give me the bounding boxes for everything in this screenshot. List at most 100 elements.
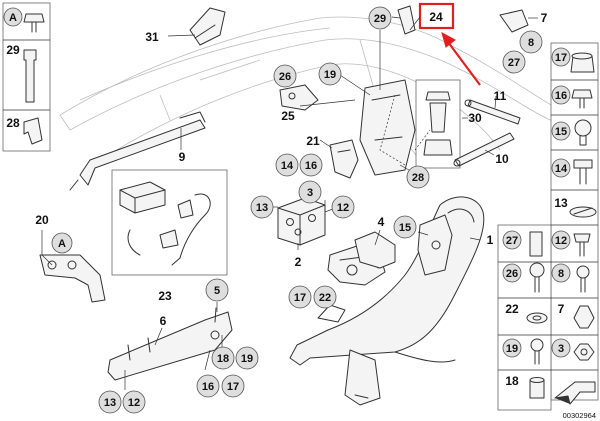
callout-7[interactable]: 7	[541, 11, 548, 25]
callout-19b[interactable]: 19	[235, 346, 259, 370]
callout-24[interactable]: 24	[429, 10, 443, 24]
callout-29-top[interactable]: 29	[368, 6, 392, 30]
right-panel-item-18[interactable]: 18	[505, 374, 545, 399]
callout-31-label: 31	[145, 30, 159, 44]
callout-25[interactable]: 25	[281, 109, 295, 123]
callout-16a-label: 16	[305, 160, 317, 172]
callout-4[interactable]: 4	[378, 215, 385, 229]
bracket-25	[279, 84, 319, 111]
callout-15-label: 15	[399, 222, 411, 234]
callout-22a[interactable]: 22	[313, 285, 337, 309]
callout-20[interactable]: 20	[35, 213, 49, 227]
callout-19a[interactable]: 19	[318, 62, 342, 86]
right-panel-item-3[interactable]: 3	[551, 338, 595, 361]
callout-19b-label: 19	[241, 353, 253, 365]
lock-mechanism	[327, 231, 396, 286]
callout-30[interactable]: 30	[468, 111, 482, 125]
right-panel-item-18-label: 18	[505, 374, 519, 388]
callout-5-label: 5	[214, 285, 220, 297]
left-panel-item-29[interactable]: 29	[6, 43, 37, 103]
callout-13b[interactable]: 13	[98, 390, 122, 414]
right-panel-item-7-label: 7	[558, 302, 565, 316]
callout-6[interactable]: 6	[160, 314, 167, 328]
callout-1-label: 1	[487, 233, 494, 247]
callout-12b[interactable]: 12	[122, 390, 146, 414]
right-panel-item-13[interactable]: 13	[554, 196, 597, 218]
callout-26a[interactable]: 26	[273, 64, 297, 88]
callout-17b[interactable]: 17	[221, 374, 245, 398]
right-panel-item-26-label: 26	[506, 268, 518, 280]
right-panel-item-15[interactable]: 15	[551, 119, 592, 146]
callout-16b[interactable]: 16	[196, 374, 220, 398]
callout-16b-label: 16	[202, 381, 214, 393]
callout-31[interactable]: 31	[145, 30, 159, 44]
left-panel-item-A[interactable]: A	[3, 7, 45, 33]
callout-27-top[interactable]: 27	[502, 50, 526, 74]
right-panel-item-19[interactable]: 19	[502, 338, 544, 365]
gas-struts	[453, 99, 521, 167]
left-panel-item-28-label: 28	[6, 116, 20, 130]
right-panel-item-26[interactable]: 26	[502, 262, 545, 293]
bracket-20	[39, 254, 106, 303]
callout-13a[interactable]: 13	[250, 195, 274, 219]
callout-9-label: 9	[179, 150, 186, 164]
callout-19a-label: 19	[324, 69, 336, 81]
callout-12a-label: 12	[337, 202, 349, 214]
callout-28-mid[interactable]: 28	[406, 165, 430, 189]
center-housing	[359, 79, 461, 176]
bracket-21	[329, 139, 359, 179]
arrow-symbol-icon	[554, 381, 596, 405]
right-panel-item-27[interactable]: 27	[502, 230, 543, 257]
callout-16a[interactable]: 16	[299, 153, 323, 177]
callout-14[interactable]: 14	[275, 153, 299, 177]
left-panel-item-28[interactable]: 28	[6, 116, 43, 145]
plate-6	[107, 307, 233, 381]
callout-1[interactable]: 1	[487, 233, 494, 247]
callout-23[interactable]: 23	[158, 289, 172, 303]
callout-8[interactable]: 8	[519, 30, 543, 54]
bracket-7	[499, 9, 529, 33]
callout-6-label: 6	[160, 314, 167, 328]
cable-kit-box	[111, 169, 228, 276]
bracket-31	[189, 7, 226, 46]
right-panel-item-16-label: 16	[555, 90, 567, 102]
leader-lines	[41, 16, 538, 390]
callout-24-label: 24	[429, 10, 443, 24]
right-panel-item-8[interactable]: 8	[551, 263, 590, 293]
right-panel-item-12[interactable]: 12	[551, 230, 591, 257]
callout-23-label: 23	[158, 289, 172, 303]
right-panel-item-19-label: 19	[506, 343, 518, 355]
part-29-top	[397, 5, 416, 35]
callout-7-label: 7	[541, 11, 548, 25]
callout-17a[interactable]: 17	[288, 285, 312, 309]
right-panel-item-14-label: 14	[555, 163, 568, 175]
callout-3[interactable]: 3	[298, 180, 322, 204]
callout-15[interactable]: 15	[393, 215, 417, 239]
right-panel-item-7[interactable]: 7	[558, 302, 595, 329]
callout-10[interactable]: 10	[495, 152, 509, 166]
right-panel-item-22[interactable]: 22	[505, 302, 548, 324]
callout-8-label: 8	[528, 37, 534, 49]
callout-9[interactable]: 9	[179, 150, 186, 164]
bracket-block-2	[277, 197, 326, 246]
highlight-arrow	[441, 31, 481, 86]
callout-17a-label: 17	[294, 292, 306, 304]
callout-3-label: 3	[307, 187, 313, 199]
callout-5[interactable]: 5	[205, 278, 229, 302]
callout-A-diagram[interactable]: A	[51, 232, 73, 254]
callout-11[interactable]: 11	[494, 89, 507, 103]
callout-20-label: 20	[35, 213, 49, 227]
callout-13a-label: 13	[256, 202, 268, 214]
callout-17b-label: 17	[227, 381, 239, 393]
right-panel-item-16[interactable]: 16	[551, 85, 593, 109]
reference-number: 00302964	[563, 411, 596, 420]
callout-21[interactable]: 21	[306, 134, 320, 148]
right-panel-item-14[interactable]: 14	[551, 158, 593, 185]
callout-26a-label: 26	[279, 71, 291, 83]
right-panel-item-3-label: 3	[558, 343, 564, 355]
callout-18a[interactable]: 18	[211, 346, 235, 370]
callout-12a[interactable]: 12	[331, 195, 355, 219]
right-panel-item-17[interactable]: 17	[551, 47, 595, 73]
callout-2[interactable]: 2	[295, 255, 302, 269]
right-panel-item-13-label: 13	[554, 196, 568, 210]
